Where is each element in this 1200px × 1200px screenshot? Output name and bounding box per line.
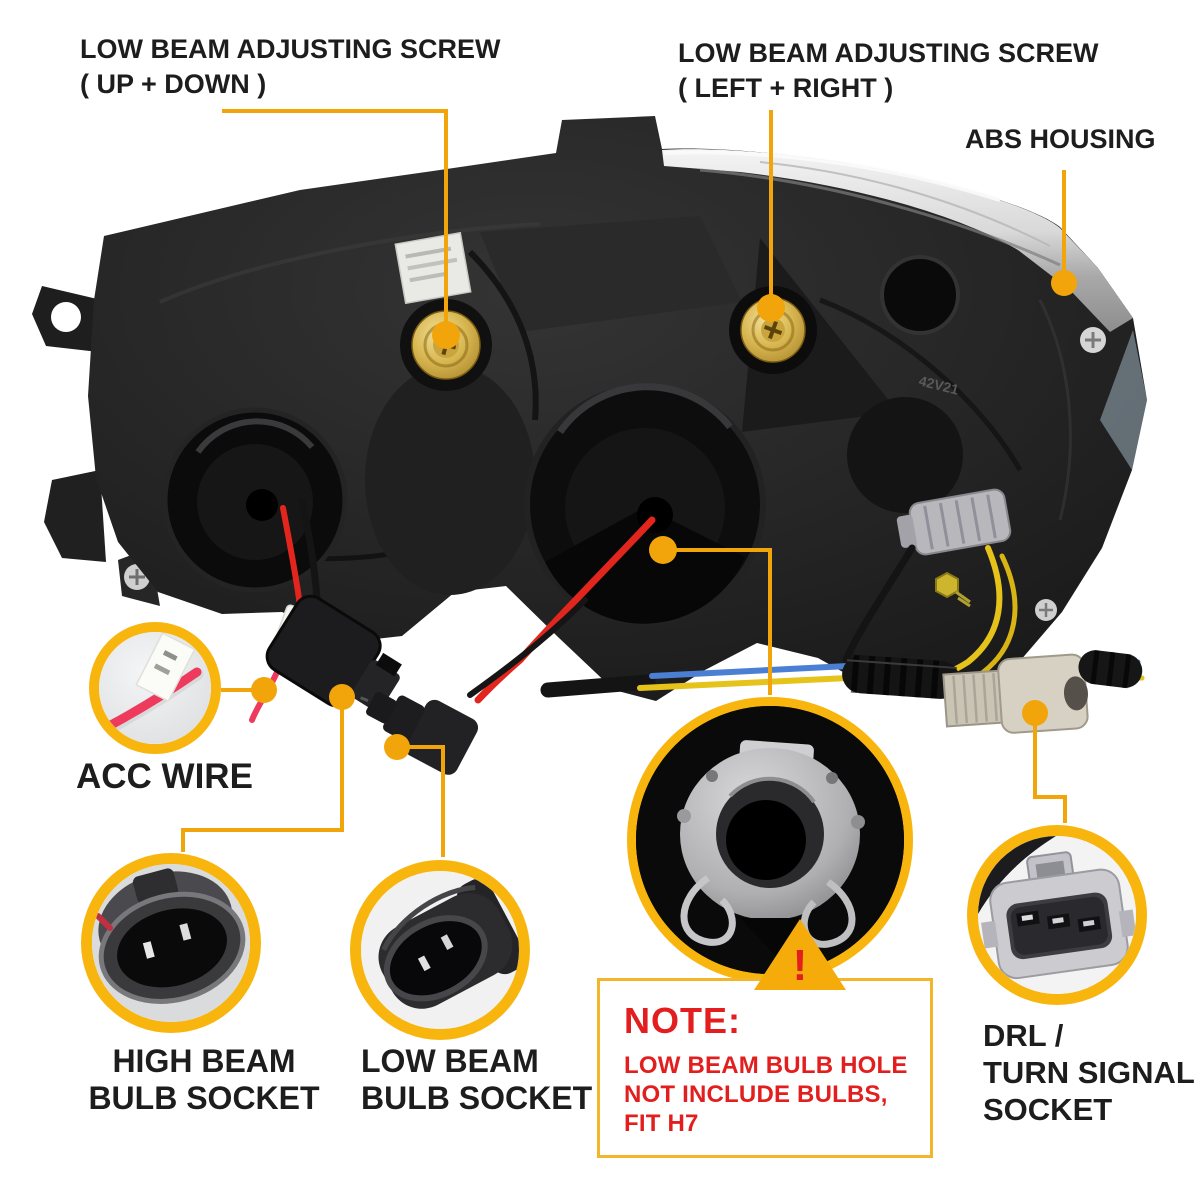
callout-line: ( LEFT + RIGHT ) [678, 73, 894, 103]
note-line: NOT INCLUDE BULBS, [624, 1081, 888, 1108]
callout-line: ABS HOUSING [965, 124, 1156, 154]
callout-line: LOW BEAM ADJUSTING SCREW [80, 34, 501, 64]
callout-line: TURN SIGNAL [983, 1055, 1195, 1090]
warning-triangle-icon: ! [754, 919, 846, 990]
callout-label-high-beam-socket: HIGH BEAM BULB SOCKET [88, 1043, 320, 1117]
low-beam-plug [360, 691, 479, 775]
exclamation-mark: ! [793, 941, 808, 990]
inset-acc-wire [89, 622, 221, 754]
note-line: FIT H7 [624, 1110, 699, 1137]
high-beam-cap [162, 407, 348, 593]
marker-abs-housing [1051, 270, 1077, 296]
high-beam-plug [265, 594, 402, 712]
marker-bulb-hole [649, 536, 677, 564]
drl-pins [1016, 910, 1102, 933]
callout-label-drl-socket: DRL / TURN SIGNAL SOCKET [983, 1017, 1195, 1128]
hex-bolt [935, 571, 971, 608]
callout-line: BULB SOCKET [361, 1080, 593, 1116]
lens-chrome-strip [662, 149, 1147, 470]
marker-drl-plug [1022, 700, 1048, 726]
harness-tube [842, 654, 960, 699]
marker-screw-left-right [757, 294, 785, 322]
callout-line: LOW BEAM [361, 1043, 539, 1079]
sticker-label [394, 231, 472, 305]
note-title: NOTE: [624, 1000, 741, 1041]
callout-line: DRL / [983, 1018, 1064, 1053]
note-line: LOW BEAM BULB HOLE [624, 1052, 908, 1079]
marker-screw-up-down [432, 321, 460, 349]
callout-label-low-beam-socket: LOW BEAM BULB SOCKET [361, 1043, 592, 1117]
callout-label-screw-up-down: LOW BEAM ADJUSTING SCREW ( UP + DOWN ) [80, 32, 501, 102]
adjusting-screw-left-right [729, 286, 817, 374]
callout-line: SOCKET [983, 1092, 1113, 1127]
harness-tube-2 [1078, 649, 1143, 689]
callout-label-acc-wire: ACC WIRE [76, 757, 253, 797]
wires-left [249, 498, 656, 723]
acc-label-closeup [135, 632, 196, 703]
marker-low-beam-plug [384, 734, 410, 760]
housing-details [159, 216, 1072, 595]
inset-high-beam-socket [81, 853, 261, 1033]
note-box: NOTE: LOW BEAM BULB HOLE NOT INCLUDE BUL… [597, 978, 933, 1158]
callout-line: HIGH BEAM [112, 1043, 296, 1079]
callout-line: BULB SOCKET [88, 1080, 320, 1116]
inset-drl-socket [967, 825, 1147, 1005]
callout-line: ( UP + DOWN ) [80, 69, 267, 99]
inset-low-beam-socket [350, 860, 530, 1040]
note-body: LOW BEAM BULB HOLE NOT INCLUDE BULBS, FI… [624, 1051, 920, 1138]
callout-label-screw-left-right: LOW BEAM ADJUSTING SCREW ( LEFT + RIGHT … [678, 36, 1099, 106]
turn-signal-socket [896, 488, 1012, 556]
callout-line: ACC WIRE [76, 757, 253, 796]
callout-label-abs-housing: ABS HOUSING [965, 124, 1156, 155]
drl-plug [942, 653, 1089, 734]
marker-acc-wire [251, 677, 277, 703]
inset-low-beam-bulb-hole [627, 697, 913, 983]
marker-high-beam-plug [329, 684, 355, 710]
callout-line: LOW BEAM ADJUSTING SCREW [678, 38, 1099, 68]
